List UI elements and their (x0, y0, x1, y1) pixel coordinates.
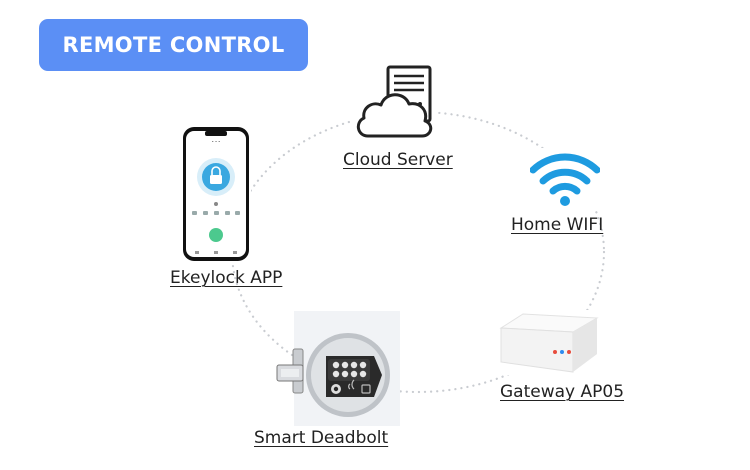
cloud-server-icon (352, 64, 437, 144)
gateway-icon (497, 310, 602, 375)
wifi-icon (530, 148, 600, 208)
page-title: REMOTE CONTROL (39, 19, 308, 71)
svg-text:• • •: • • • (212, 140, 220, 144)
home-wifi-label: Home WIFI (511, 215, 604, 235)
deadbolt-icon (276, 311, 400, 426)
smartphone-icon: • • • (181, 125, 251, 263)
gateway-label: Gateway AP05 (500, 382, 625, 402)
ekeylock-app-label: Ekeylock APP (170, 268, 283, 288)
smart-deadbolt-label: Smart Deadbolt (254, 428, 389, 448)
cloud-server-label: Cloud Server (343, 150, 453, 170)
